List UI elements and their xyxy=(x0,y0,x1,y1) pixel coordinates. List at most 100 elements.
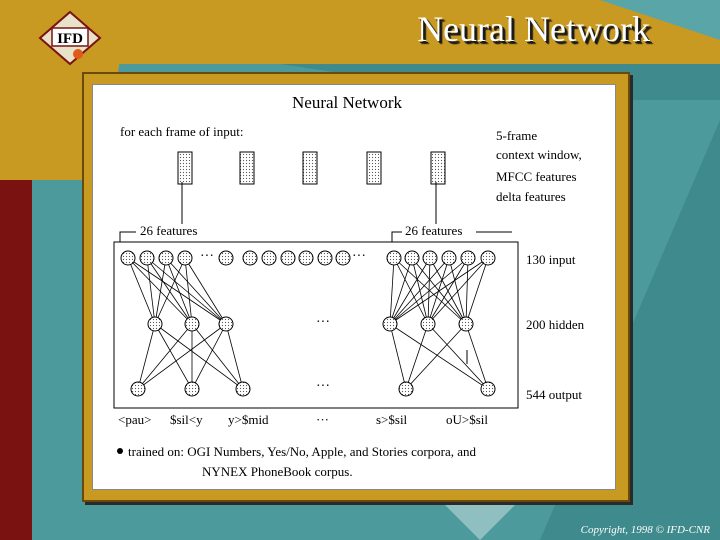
connection-hidden-output xyxy=(137,323,227,390)
input-node xyxy=(261,250,277,266)
context-label-2: context window, xyxy=(496,147,582,162)
input-node xyxy=(158,250,174,266)
input-node xyxy=(386,250,402,266)
connection-input-hidden xyxy=(184,257,227,325)
connection-hidden-output xyxy=(191,323,227,390)
connection-input-hidden xyxy=(146,257,227,325)
output-unit-label-6: oU>$sil xyxy=(446,412,488,427)
connection-input-hidden xyxy=(154,257,186,325)
input-node xyxy=(404,250,420,266)
input-caption: for each frame of input: xyxy=(120,124,243,139)
connection-input-hidden xyxy=(146,257,193,325)
output-node xyxy=(130,381,146,397)
output-unit-label-5: s>$sil xyxy=(376,412,408,427)
output-unit-label-1: <pau> xyxy=(118,412,151,427)
ellipsis-input-left: ··· xyxy=(200,249,214,264)
output-node xyxy=(235,381,251,397)
connection-hidden-output xyxy=(137,323,156,390)
hidden-node xyxy=(218,316,234,332)
input-frames xyxy=(177,151,446,185)
connection-hidden-output xyxy=(191,323,244,390)
logo-text: IFD xyxy=(57,31,83,47)
input-node xyxy=(480,250,496,266)
input-node xyxy=(317,250,333,266)
connection-input-hidden xyxy=(427,257,489,325)
context-label-1: 5-frame xyxy=(496,128,537,143)
input-node xyxy=(335,250,351,266)
bullet-dot xyxy=(117,448,123,454)
connection-input-hidden xyxy=(389,257,413,325)
slide-title: Neural Network xyxy=(417,9,650,49)
hidden-node xyxy=(382,316,398,332)
ifd-logo: IFD xyxy=(38,10,102,66)
output-node xyxy=(398,381,414,397)
hidden-node xyxy=(458,316,474,332)
connection-input-hidden xyxy=(127,257,227,325)
context-label-4: delta features xyxy=(496,189,566,204)
ellipsis-input-mid: ··· xyxy=(352,249,366,264)
connection-hidden-output xyxy=(154,323,193,390)
input-node xyxy=(422,250,438,266)
context-label-3: MFCC features xyxy=(496,169,577,184)
hidden-node xyxy=(184,316,200,332)
input-node xyxy=(139,250,155,266)
connection-input-hidden xyxy=(393,257,467,325)
layer-label-hidden: 200 hidden xyxy=(526,317,585,332)
connection-hidden-output xyxy=(465,323,489,390)
connection-input-hidden xyxy=(389,257,489,325)
output-unit-label-4: ··· xyxy=(316,412,329,427)
connection-input-hidden xyxy=(389,257,450,325)
network-box xyxy=(113,241,519,409)
hidden-node xyxy=(147,316,163,332)
input-frame-3 xyxy=(302,151,318,185)
connection-hidden-output xyxy=(389,323,407,390)
connection-hidden-output xyxy=(405,323,467,390)
input-frame-1 xyxy=(177,151,193,185)
input-node xyxy=(280,250,296,266)
connection-input-hidden xyxy=(393,257,429,325)
connection-input-hidden xyxy=(465,257,489,325)
connection-hidden-output xyxy=(154,323,244,390)
training-note-line-2: NYNEX PhoneBook corpus. xyxy=(202,464,353,479)
network-nodes xyxy=(120,250,496,397)
ellipsis-output: ··· xyxy=(316,379,330,394)
input-node xyxy=(120,250,136,266)
feature-group-label-left: 26 features xyxy=(140,223,197,238)
input-node xyxy=(460,250,476,266)
connection-input-hidden xyxy=(389,257,431,325)
connection-input-hidden xyxy=(389,257,469,325)
connection-input-hidden xyxy=(127,257,156,325)
input-node xyxy=(177,250,193,266)
output-node xyxy=(480,381,496,397)
connection-hidden-output xyxy=(389,323,489,390)
ellipsis-hidden: ··· xyxy=(316,315,330,330)
input-node xyxy=(441,250,457,266)
connections xyxy=(127,257,489,390)
connection-hidden-output xyxy=(427,323,489,390)
connection-input-hidden xyxy=(127,257,193,325)
input-node xyxy=(298,250,314,266)
connection-input-hidden xyxy=(165,257,193,325)
layer-label-output: 544 output xyxy=(526,387,582,402)
output-unit-label-2: $sil<y xyxy=(170,412,203,427)
input-frame-4 xyxy=(366,151,382,185)
training-note-line-1: trained on: OGI Numbers, Yes/No, Apple, … xyxy=(128,444,477,459)
connection-hidden-output xyxy=(225,323,244,390)
feature-group-label-right: 26 features xyxy=(405,223,462,238)
input-node xyxy=(218,250,234,266)
connection-input-hidden xyxy=(184,257,193,325)
connection-input-hidden xyxy=(154,257,167,325)
input-frame-5 xyxy=(430,151,446,185)
connection-input-hidden xyxy=(389,257,395,325)
connection-input-hidden xyxy=(465,257,469,325)
copyright-notice: Copyright, 1998 © IFD-CNR xyxy=(580,524,710,536)
input-frame-2 xyxy=(239,151,255,185)
connection-input-hidden xyxy=(146,257,156,325)
input-node xyxy=(242,250,258,266)
output-unit-label-3: y>$mid xyxy=(228,412,269,427)
connection-hidden-output xyxy=(137,323,193,390)
layer-label-input: 130 input xyxy=(526,252,576,267)
connection-input-hidden xyxy=(427,257,469,325)
neural-network-diagram: Neural Network for each frame of input: … xyxy=(113,93,585,479)
diagram-heading: Neural Network xyxy=(292,93,402,112)
